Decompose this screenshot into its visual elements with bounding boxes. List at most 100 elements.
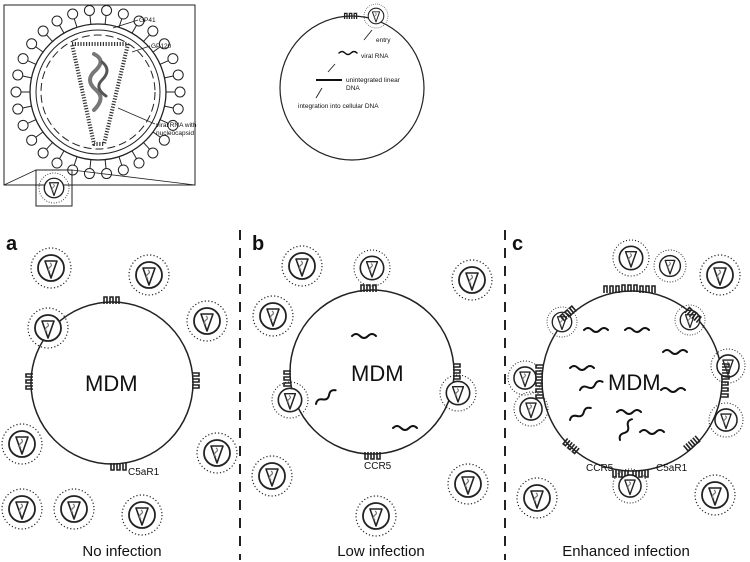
- envelope-spike-stalk: [131, 150, 137, 159]
- envelope-spike-head: [51, 15, 63, 27]
- panel-c-letter: c: [512, 233, 523, 255]
- entry-label: entry: [376, 37, 391, 44]
- intracellular-rna: [578, 378, 605, 393]
- bound-virion: [708, 402, 744, 438]
- virion-detail-inset: GP41 GP120 viral RNA with nucleocapsid: [3, 4, 197, 207]
- panel-a-c5ar1-label: C5aR1: [128, 467, 160, 478]
- envelope-spike-stalk: [164, 105, 174, 109]
- envelope-spike-stalk: [159, 60, 169, 65]
- panel-c-receptor: [603, 285, 620, 294]
- viral-rna-label-line2: nucleocapsid: [156, 130, 194, 137]
- bound-virion: [710, 348, 746, 384]
- free-virion: [196, 432, 238, 474]
- envelope-spike-head: [17, 53, 29, 65]
- panel-b-letter: b: [252, 233, 264, 255]
- free-virion: [252, 295, 294, 337]
- panel-c: c MDM CCR5 C5aR1: [507, 233, 746, 560]
- lifecycle-virion: [363, 3, 389, 29]
- panel-a-receptor: [25, 373, 34, 390]
- free-virion: [251, 455, 293, 497]
- viral-rna-strand: [88, 52, 103, 112]
- envelope-spike-stalk: [152, 46, 161, 53]
- unintegrated-label-line1: unintegrated linear: [346, 77, 401, 84]
- free-virion: [281, 245, 323, 287]
- envelope-spike-stalk: [164, 75, 174, 79]
- panel-c-receptor: [562, 437, 580, 455]
- envelope-spike-stalk: [104, 159, 107, 169]
- free-virion: [30, 247, 72, 289]
- panel-c-caption: Enhanced infection: [562, 543, 690, 560]
- panel-b-mdm-label: MDM: [351, 361, 404, 386]
- free-virion: [447, 463, 489, 505]
- bound-virion: [353, 249, 391, 287]
- virion-envelope: [10, 4, 186, 180]
- intracellular-rna: [662, 349, 688, 355]
- envelope-spike-stalk: [35, 131, 44, 138]
- envelope-spike-stalk: [89, 159, 92, 169]
- panel-a-mdm-label: MDM: [85, 371, 138, 396]
- envelope-spike-head: [147, 25, 159, 37]
- envelope-spike-head: [158, 134, 170, 146]
- envelope-spike-head: [12, 103, 24, 115]
- free-virion: [694, 474, 736, 516]
- bound-virion: [271, 381, 309, 419]
- viral-rna-label: viral RNA: [361, 53, 389, 60]
- bound-virion: [612, 468, 648, 504]
- envelope-spike-stalk: [131, 25, 137, 34]
- intracellular-rna: [660, 387, 686, 393]
- free-virion: [355, 495, 397, 537]
- viral-rna-label-line1: viral RNA with: [156, 122, 197, 129]
- envelope-spike-stalk: [143, 142, 150, 150]
- unintegrated-label-line2: DNA: [346, 85, 360, 92]
- envelope-spike-head: [167, 119, 179, 131]
- intracellular-rna: [569, 365, 595, 371]
- panel-a-letter: a: [6, 233, 18, 255]
- free-virion: [451, 259, 493, 301]
- free-virion: [1, 488, 43, 530]
- panel-a: a MDM C5aR1 No infection: [1, 233, 238, 560]
- envelope-spike-head: [12, 69, 24, 81]
- panel-c-mdm-label: MDM: [608, 370, 661, 395]
- envelope-spike-head: [133, 157, 145, 169]
- lifecycle-viral-rna: [338, 50, 358, 56]
- envelope-spike-head: [83, 4, 95, 16]
- envelope-spike-stalk: [152, 131, 161, 138]
- envelope-spike-head: [51, 157, 63, 169]
- free-virion: [27, 307, 69, 349]
- panel-b-ccr5-label: CCR5: [364, 461, 392, 472]
- envelope-spike-head: [37, 25, 49, 37]
- panel-b: b MDM CCR5 Low infection: [251, 233, 493, 560]
- intracellular-rna: [624, 327, 650, 333]
- envelope-spike-stalk: [46, 142, 53, 150]
- envelope-spike-head: [174, 86, 186, 98]
- envelope-spike-head: [167, 53, 179, 65]
- free-virion: [699, 254, 741, 296]
- panel-c-ccr5-label: CCR5: [586, 463, 614, 474]
- intracellular-rna: [568, 405, 593, 423]
- envelope-spike-stalk: [159, 119, 169, 124]
- envelope-spike-stalk: [118, 156, 123, 166]
- intracellular-rna: [583, 327, 609, 333]
- envelope-spike-head: [83, 168, 95, 180]
- envelope-spike-head: [147, 147, 159, 159]
- free-virion: [53, 488, 95, 530]
- bound-virion: [674, 304, 706, 336]
- envelope-spike-stalk: [27, 119, 37, 124]
- envelope-spike-stalk: [35, 46, 44, 53]
- intracellular-rna: [313, 387, 338, 407]
- zoom-source-virion: [38, 172, 70, 204]
- bound-virion: [507, 360, 543, 396]
- intracellular-rna: [639, 429, 665, 435]
- free-virion: [121, 494, 163, 536]
- panel-a-caption: No infection: [82, 543, 161, 560]
- free-virion: [1, 423, 43, 465]
- envelope-spike-head: [172, 103, 184, 115]
- intracellular-rna: [616, 409, 642, 415]
- envelope-spike-head: [117, 8, 129, 20]
- envelope-spike-head: [26, 38, 38, 50]
- free-virion: [186, 300, 228, 342]
- intracellular-rna: [392, 425, 418, 431]
- inset-frame: [3, 4, 196, 186]
- free-virion: [128, 254, 170, 296]
